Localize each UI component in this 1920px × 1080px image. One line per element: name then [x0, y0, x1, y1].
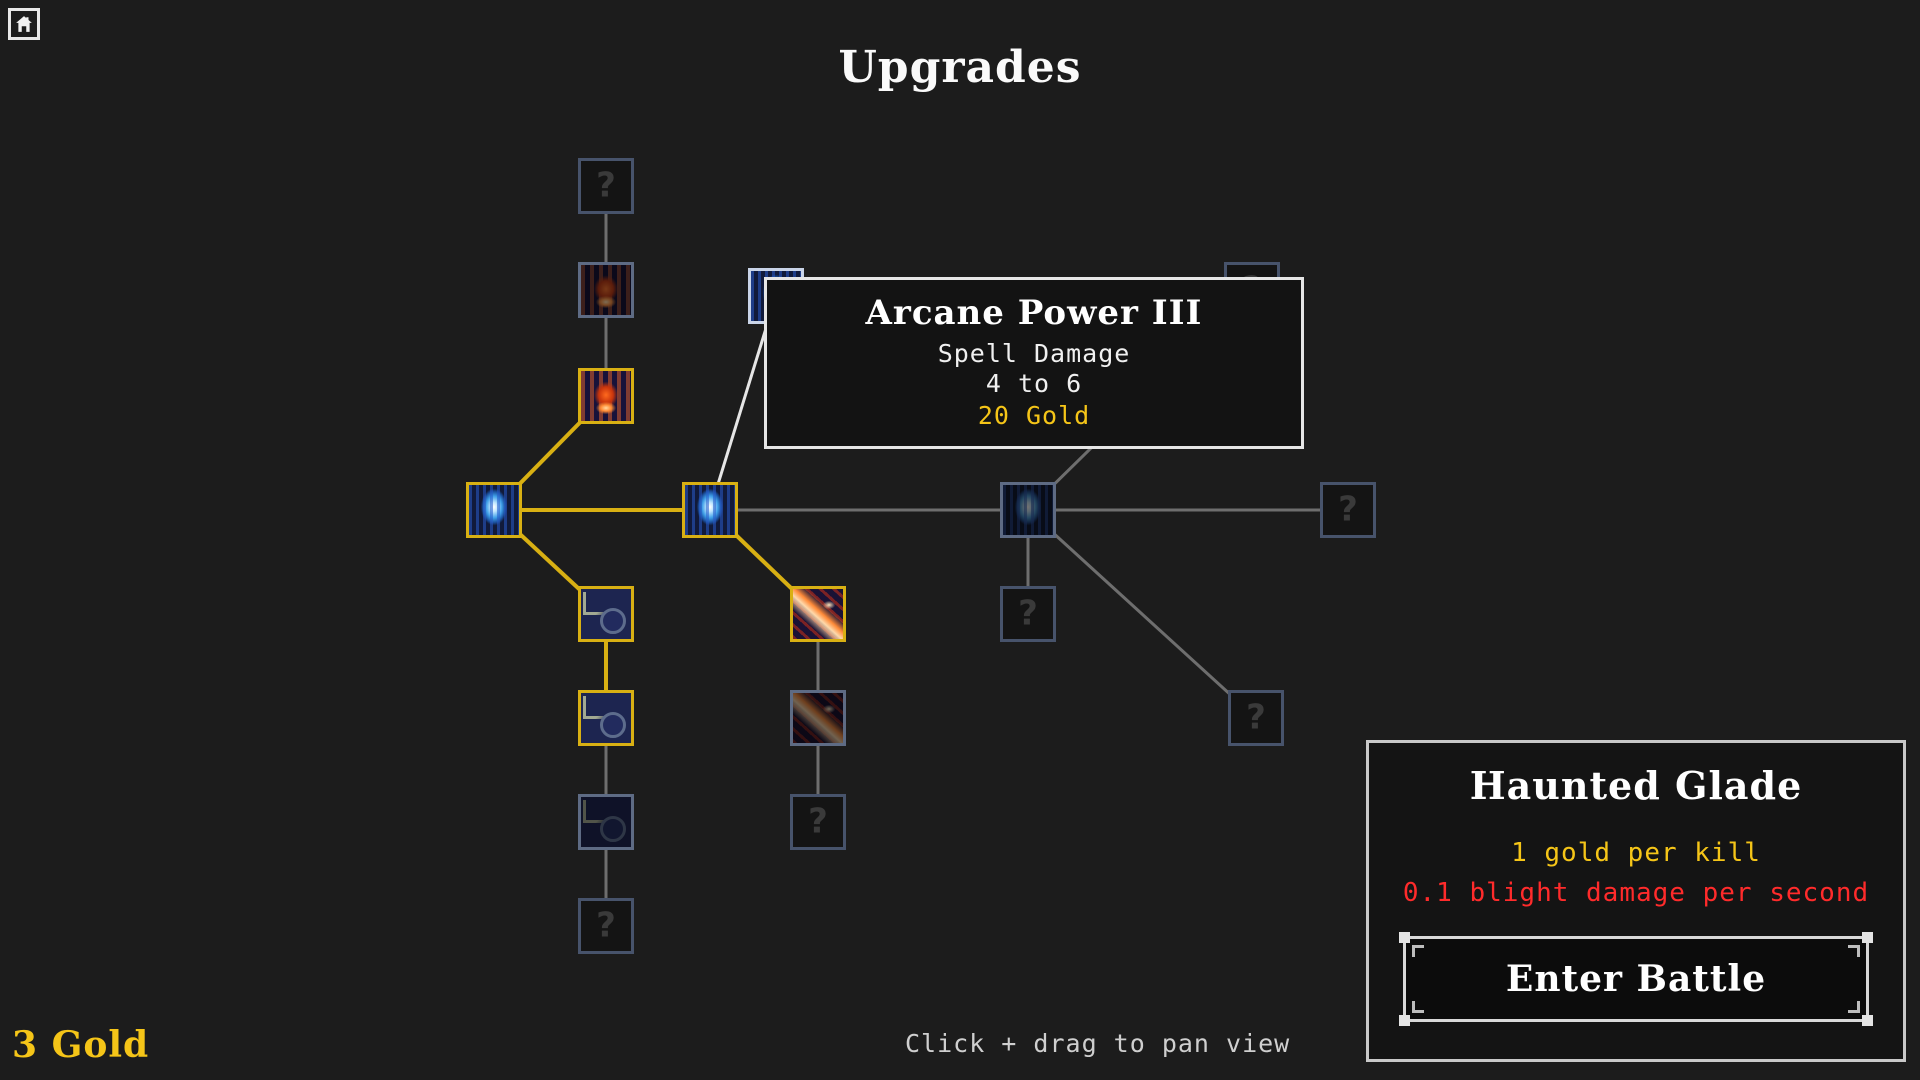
level-gold-per-kill: 1 gold per kill	[1511, 838, 1761, 868]
upgrade-node-comet-unknown[interactable]	[790, 794, 846, 850]
resize-handle-bottom-left[interactable]	[1399, 1015, 1410, 1026]
upgrade-node-arcane-power-1[interactable]	[466, 482, 522, 538]
firehand-icon	[581, 371, 631, 421]
upgrade-node-rune-unknown[interactable]	[578, 898, 634, 954]
tooltip-title: Arcane Power III	[865, 293, 1203, 333]
upgrade-node-rune-1[interactable]	[578, 586, 634, 642]
upgrade-node-fire-hand-2[interactable]	[578, 262, 634, 318]
rune-icon	[581, 589, 631, 639]
home-icon	[16, 16, 32, 32]
page-title: Upgrades	[838, 42, 1082, 93]
resize-handle-top-left[interactable]	[1399, 932, 1410, 943]
button-corner-top-left	[1412, 945, 1424, 957]
upgrade-tooltip: Arcane Power III Spell Damage 4 to 6 20 …	[764, 277, 1304, 450]
comet-icon	[793, 589, 843, 639]
upgrade-node-comet-1[interactable]	[790, 586, 846, 642]
upgrade-node-arcane-power-4[interactable]	[1000, 482, 1056, 538]
upgrade-node-below-right-unknown[interactable]	[1000, 586, 1056, 642]
upgrade-node-right-unknown[interactable]	[1320, 482, 1376, 538]
crystal-icon	[685, 485, 735, 535]
firehand-icon	[581, 265, 631, 315]
button-corner-top-right	[1848, 945, 1860, 957]
upgrade-node-fire-top-unknown[interactable]	[578, 158, 634, 214]
comet-icon	[793, 693, 843, 743]
rune-ring	[600, 712, 626, 738]
upgrade-node-fire-hand-1[interactable]	[578, 368, 634, 424]
tooltip-stat-label: Spell Damage	[937, 339, 1131, 369]
pan-hint-text: Click + drag to pan view	[905, 1029, 1291, 1058]
level-hazard-info: 0.1 blight damage per second	[1402, 878, 1870, 908]
upgrade-node-comet-2[interactable]	[790, 690, 846, 746]
upgrade-node-diag-right-unknown[interactable]	[1228, 690, 1284, 746]
tooltip-stat-value: 4 to 6	[985, 369, 1083, 399]
enter-battle-button[interactable]: Enter Battle	[1399, 932, 1873, 1026]
home-button[interactable]	[8, 8, 40, 40]
upgrade-node-rune-3[interactable]	[578, 794, 634, 850]
upgrade-node-rune-2[interactable]	[578, 690, 634, 746]
gold-counter: 3 Gold	[12, 1024, 150, 1066]
level-name: Haunted Glade	[1469, 763, 1803, 808]
upgrade-node-arcane-power-2[interactable]	[682, 482, 738, 538]
rune-ring	[600, 608, 626, 634]
level-panel: Haunted Glade 1 gold per kill 0.1 blight…	[1366, 740, 1906, 1062]
tooltip-cost: 20 Gold	[977, 401, 1091, 431]
resize-handle-top-right[interactable]	[1862, 932, 1873, 943]
button-corner-bottom-right	[1848, 1001, 1860, 1013]
crystal-icon	[1003, 485, 1053, 535]
button-corner-bottom-left	[1412, 1001, 1424, 1013]
crystal-icon	[469, 485, 519, 535]
rune-icon	[581, 693, 631, 743]
rune-icon	[581, 797, 631, 847]
resize-handle-bottom-right[interactable]	[1862, 1015, 1873, 1026]
enter-battle-label: Enter Battle	[1505, 958, 1767, 1000]
rune-ring	[600, 816, 626, 842]
tree-edge	[1026, 508, 1258, 720]
